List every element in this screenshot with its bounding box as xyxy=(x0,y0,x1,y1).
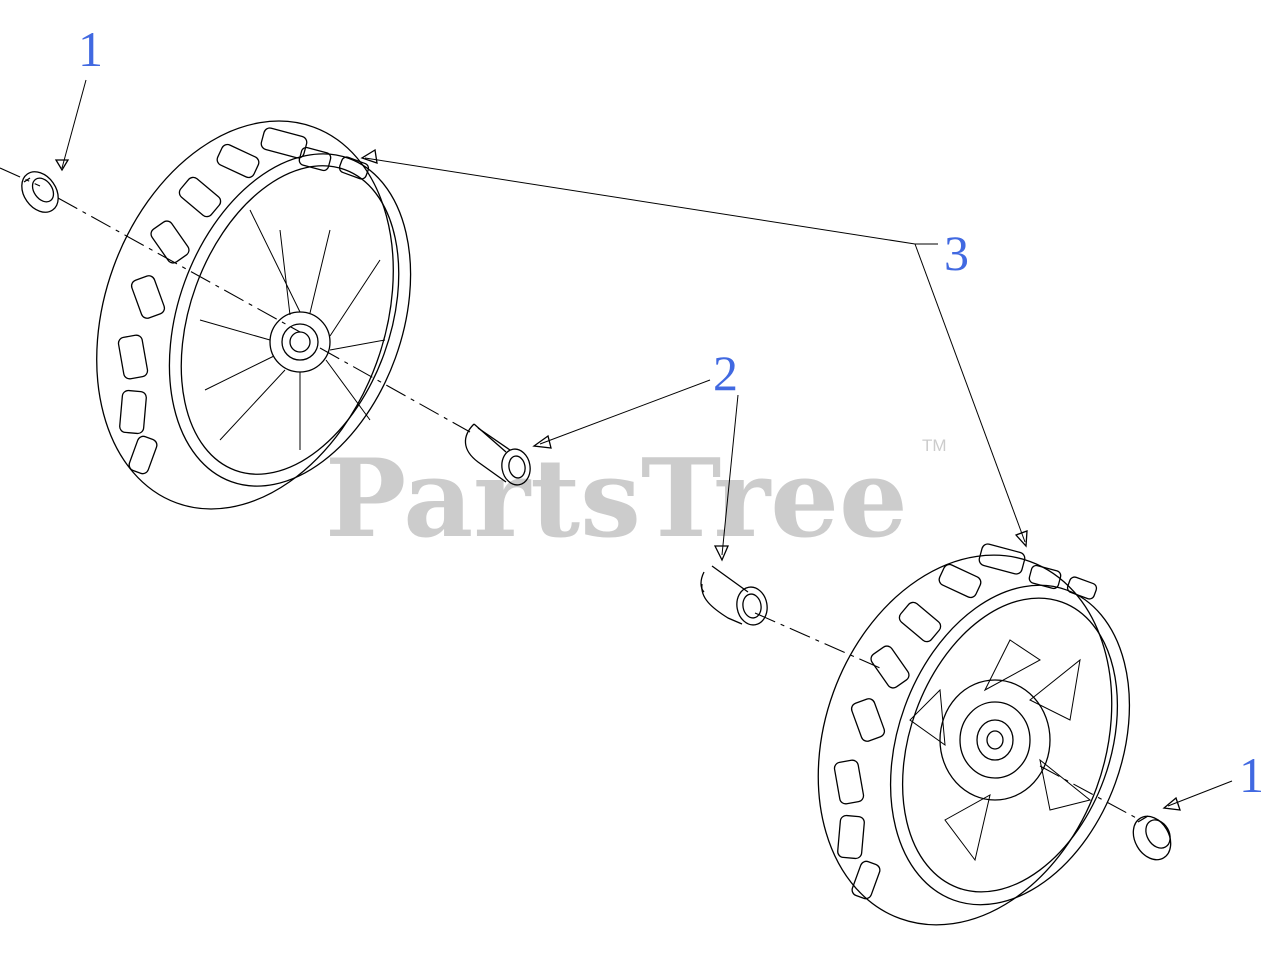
watermark-trademark: TM xyxy=(922,436,947,455)
wheel-right xyxy=(817,543,1131,926)
callouts: 1 3 2 1 xyxy=(78,21,1264,803)
watermark: PartsTree TM xyxy=(325,436,947,562)
callout-1-top: 1 xyxy=(78,21,103,77)
watermark-text: PartsTree xyxy=(325,436,908,562)
wheel-cap-right xyxy=(1132,815,1172,861)
callout-2: 2 xyxy=(713,345,738,401)
leader-lines xyxy=(54,79,1233,811)
callout-3: 3 xyxy=(944,225,969,281)
callout-1-bottom: 1 xyxy=(1239,747,1264,803)
axis-lines xyxy=(0,167,1141,821)
wheel-cap-left xyxy=(21,171,59,213)
bushing-upper xyxy=(464,423,531,486)
bushing-lower xyxy=(700,565,768,626)
wheel-left xyxy=(96,120,412,510)
